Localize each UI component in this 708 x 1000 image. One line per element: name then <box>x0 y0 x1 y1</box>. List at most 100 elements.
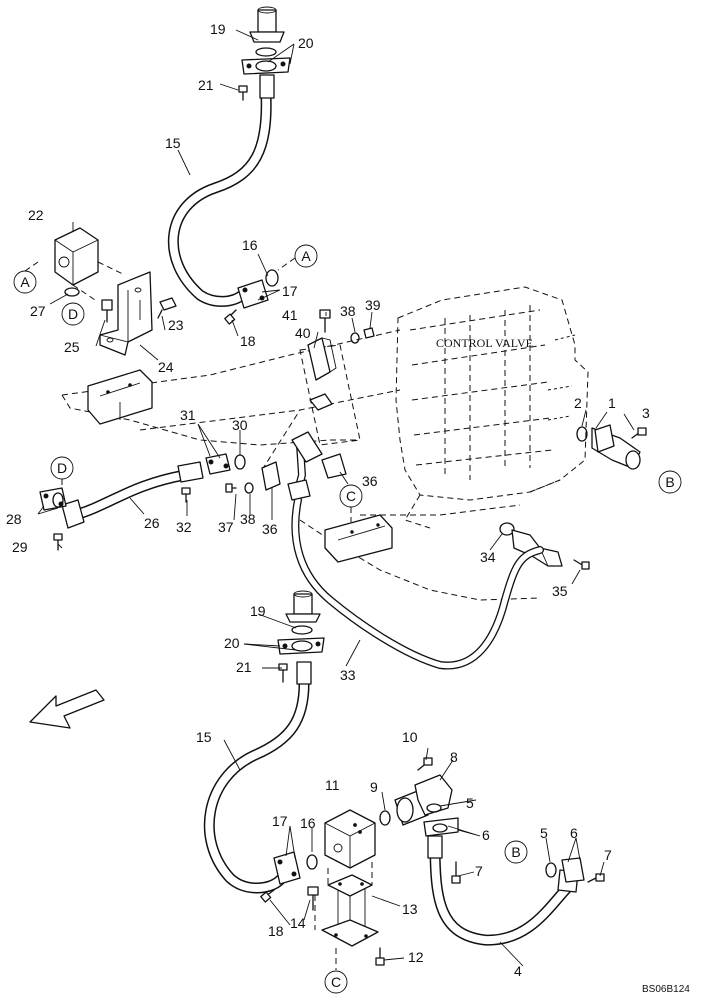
control-valve-label: CONTROL VALVE <box>436 336 533 350</box>
bolt-37 <box>225 483 237 493</box>
o-ring-5-right <box>545 862 557 878</box>
part-label-7-right: 7 <box>604 847 612 863</box>
flange-20-lower <box>277 637 325 655</box>
part-label-17-lower: 17 <box>272 813 288 829</box>
callout-d-hose: D <box>50 456 74 480</box>
bolt-7-right <box>587 873 605 883</box>
bolt-18-upper <box>224 309 237 325</box>
flange-17-upper <box>237 279 269 309</box>
part-label-22: 22 <box>28 207 44 223</box>
bolt-12 <box>375 947 385 966</box>
part-label-10: 10 <box>402 729 418 745</box>
clamp-pad <box>309 393 333 411</box>
bolt-35 <box>573 559 590 570</box>
callout-c-frame: C <box>339 484 363 508</box>
callout-d-bracket: D <box>61 302 85 326</box>
callout-c-bottom: C <box>324 970 348 994</box>
o-ring-27 <box>64 287 80 297</box>
svg-text:A: A <box>301 248 311 264</box>
adapter-8 <box>394 774 453 826</box>
bolt-41 <box>319 309 331 333</box>
part-label-14: 14 <box>290 915 306 931</box>
adapter-19-lower <box>285 590 321 623</box>
part-label-19: 19 <box>210 21 226 37</box>
part-label-18-upper: 18 <box>240 333 256 349</box>
drawing-code: BS06B124 <box>642 984 690 995</box>
part-label-17: 17 <box>282 283 298 299</box>
bolt-21-lower <box>278 663 288 683</box>
o-ring-19-lower <box>291 625 313 635</box>
bolt-29 <box>53 533 63 551</box>
part-label-7-left: 7 <box>475 863 483 879</box>
part-label-36-left: 36 <box>262 521 278 537</box>
hose-26 <box>61 461 204 529</box>
callout-guides <box>24 257 352 970</box>
callout-a-left: A <box>13 270 37 294</box>
part-label-5-left: 5 <box>466 795 474 811</box>
part-number-labels: 19 20 21 15 22 16 17 27 23 41 38 39 18 2… <box>6 21 650 979</box>
part-label-3: 3 <box>642 405 650 421</box>
bolt-25 <box>101 299 113 323</box>
svg-text:C: C <box>346 488 356 504</box>
flange-6-right <box>561 857 585 883</box>
hose-4 <box>427 835 579 946</box>
flange-20-upper <box>241 57 291 75</box>
part-label-23: 23 <box>168 317 184 333</box>
part-label-19-lower: 19 <box>250 603 266 619</box>
svg-text:D: D <box>57 460 67 476</box>
part-label-15: 15 <box>165 135 181 151</box>
bolt-10 <box>417 757 433 771</box>
nut-39 <box>363 327 375 339</box>
part-label-36-right: 36 <box>362 473 378 489</box>
part-label-27: 27 <box>30 303 46 319</box>
part-label-29: 29 <box>12 539 28 555</box>
block-11 <box>324 809 376 869</box>
o-ring-30 <box>234 454 246 470</box>
part-label-24: 24 <box>158 359 174 375</box>
bolt-7-left <box>451 861 461 884</box>
svg-text:C: C <box>331 974 341 990</box>
part-label-12: 12 <box>408 949 424 965</box>
valve-block-22 <box>54 227 126 301</box>
bracket-24 <box>99 271 153 356</box>
bolt-14 <box>307 886 319 911</box>
part-label-15-lower: 15 <box>196 729 212 745</box>
part-label-38-lower: 38 <box>240 511 256 527</box>
o-ring-28 <box>52 492 64 508</box>
frame-brackets <box>87 369 393 563</box>
control-valve: CONTROL VALVE <box>395 286 589 529</box>
washer-38-lower <box>244 482 254 494</box>
part-label-39: 39 <box>365 297 381 313</box>
svg-text:B: B <box>665 474 674 490</box>
part-label-20: 20 <box>298 35 314 51</box>
flange-17-lower <box>273 851 301 885</box>
o-ring-16-upper <box>265 269 279 287</box>
part-label-31: 31 <box>180 407 196 423</box>
part-label-37: 37 <box>218 519 234 535</box>
leader-lines <box>37 29 635 967</box>
part-label-25: 25 <box>64 339 80 355</box>
svg-text:D: D <box>68 306 78 322</box>
part-label-2: 2 <box>574 395 582 411</box>
part-label-28: 28 <box>6 511 22 527</box>
adapter-19-upper <box>249 6 285 43</box>
hose-15-lower <box>203 661 312 894</box>
washer-38-upper <box>350 332 360 344</box>
o-ring-2 <box>576 426 588 442</box>
bolt-32 <box>181 487 191 503</box>
o-ring-5-left <box>426 803 442 813</box>
stand-guide-lines <box>314 862 373 930</box>
plate-40 <box>307 337 337 381</box>
pipe-33 <box>291 496 544 670</box>
hose-15-upper <box>167 74 275 307</box>
part-label-35: 35 <box>552 583 568 599</box>
callout-b-lower: B <box>504 840 528 864</box>
flange-6-left <box>423 817 459 837</box>
svg-text:A: A <box>20 274 30 290</box>
part-label-5-right: 5 <box>540 825 548 841</box>
adapter-1 <box>591 424 641 470</box>
flange-31 <box>205 453 231 475</box>
part-label-20-lower: 20 <box>224 635 240 651</box>
part-label-34: 34 <box>480 549 496 565</box>
